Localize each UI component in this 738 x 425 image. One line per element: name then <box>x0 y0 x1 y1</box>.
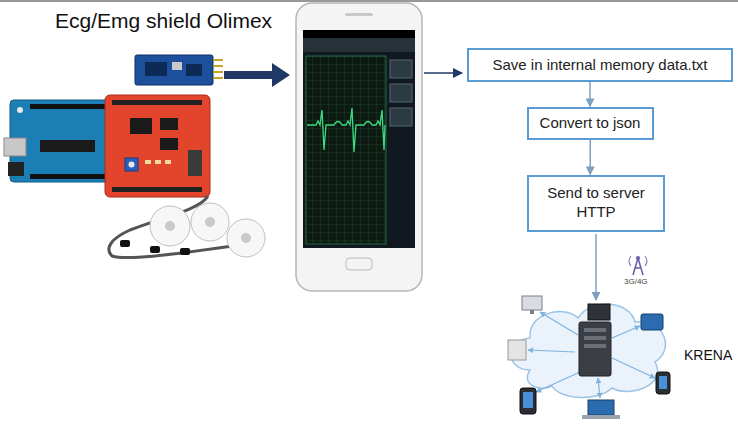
phone-arrow <box>424 72 462 74</box>
server-label: KRENA <box>684 347 732 364</box>
heading-label: Ecg/Emg shield Olimex <box>55 8 272 33</box>
ecg-shield <box>105 95 210 197</box>
antenna-icon <box>629 256 647 275</box>
process-box: Convert to json <box>527 107 654 140</box>
box-text: Convert to json <box>540 114 641 133</box>
network-cloud <box>508 296 670 419</box>
upload-line <box>595 234 597 300</box>
top-rule <box>0 1 738 2</box>
flow-arrow <box>589 82 591 107</box>
network-label: 3G/4G <box>624 277 648 287</box>
process-box: Send to server HTTP <box>527 175 665 232</box>
flow-arrow <box>590 140 592 175</box>
smartphone <box>296 3 422 291</box>
box-text: Save in internal memory data.txt <box>492 56 707 75</box>
box-text: Send to server HTTP <box>540 184 652 222</box>
arduino-board <box>4 100 120 182</box>
bluetooth-arrow <box>224 63 290 87</box>
process-box: Save in internal memory data.txt <box>467 48 733 82</box>
electrode-cable <box>109 196 265 258</box>
bluetooth-module <box>135 55 223 85</box>
